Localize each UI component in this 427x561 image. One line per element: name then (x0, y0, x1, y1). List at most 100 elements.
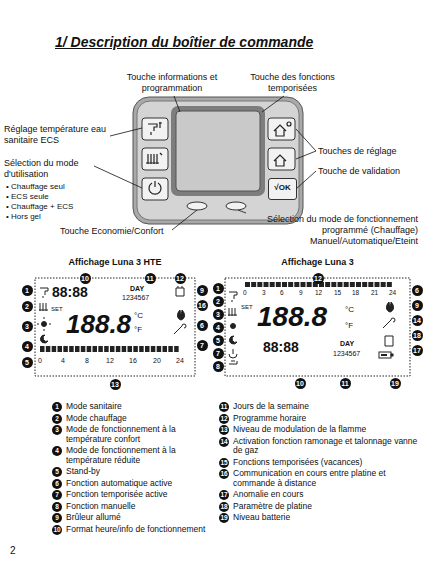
lcd-symbol (163, 346, 168, 352)
lcd-symbol (251, 282, 256, 287)
lcd-segment: 12 (315, 289, 322, 296)
drawing-stroke (287, 122, 291, 126)
key-text: Mode sanitaire (66, 402, 215, 412)
lcd-segment: 1234567 (333, 350, 360, 358)
drawing-stroke (133, 97, 303, 224)
drawing-stroke (160, 153, 162, 155)
lcd-symbol (128, 346, 133, 352)
callout-caption: Touche informations et programmation (122, 72, 222, 94)
key-number: 2 (52, 414, 62, 424)
callout-number: 11 (145, 273, 156, 284)
lcd-symbol (257, 282, 262, 287)
drawing-stroke (146, 154, 159, 164)
callout-number: 8 (213, 361, 224, 372)
callout-number: 14 (412, 315, 423, 326)
drawing-stroke (274, 125, 286, 136)
key-number: 13 (219, 425, 229, 435)
leader-lines (94, 96, 316, 230)
lcd-segment: °F (345, 322, 353, 331)
key-number: 18 (219, 502, 229, 512)
drawing-stroke (142, 118, 168, 140)
lcd-icons (37, 286, 186, 352)
lcd-symbol (362, 282, 367, 287)
lcd-symbol (338, 282, 343, 287)
lcd-symbol (63, 346, 67, 352)
lcd-segment: 88:88 (263, 340, 299, 355)
key-text: Stand-by (66, 467, 215, 477)
key-number: 14 (219, 437, 229, 447)
page-number: 2 (10, 545, 16, 557)
lcd-segment: 18 (352, 289, 359, 296)
callout-number: 2 (213, 296, 224, 307)
lcd-segment: 21 (371, 289, 378, 296)
key-number: 7 (52, 490, 62, 500)
callout-caption: Touche des fonctions temporisées (240, 72, 345, 94)
lcd-segment: 20 (153, 357, 161, 365)
key-text: Fonctions temporisées (vacances) (233, 458, 419, 468)
lcd-symbol (264, 282, 269, 287)
callout-caption: Touche de validation (318, 166, 422, 177)
lcd-symbol (381, 354, 387, 356)
lcd-symbol (383, 318, 395, 328)
lcd-symbol (230, 336, 237, 344)
lcd-symbol (41, 335, 48, 343)
lcd-segment: 4 (61, 357, 65, 365)
callout-caption: Touche Economie/Confort (60, 226, 175, 237)
lcd-symbol (282, 282, 287, 287)
lcd-symbol (157, 346, 162, 352)
drawing-stroke (137, 101, 299, 220)
callout-number: 17 (412, 345, 423, 356)
lcd-segment: DAY (340, 340, 354, 348)
drawing-stroke (176, 111, 260, 191)
lcd-symbol (168, 346, 173, 352)
key-text: Programme horaire (233, 414, 419, 424)
key-text: Brûleur allumé (66, 513, 215, 523)
lcd-symbol (174, 346, 179, 352)
lcd-segment: 6 (280, 289, 284, 296)
key-number: 12 (219, 414, 229, 424)
key-text: Mode chauffage (66, 414, 215, 424)
lcd-symbol (379, 352, 391, 358)
callout-number: 4 (213, 322, 224, 333)
key-number: 4 (52, 446, 62, 456)
drawing-stroke (268, 148, 295, 170)
key-text: Niveau batterie (233, 513, 419, 523)
lcd-symbol (98, 346, 103, 352)
lcd-symbol (40, 346, 45, 352)
page-title: 1/ Description du boîtier de commande (55, 34, 313, 51)
lcd-segment: 16 (129, 357, 137, 365)
lcd-segment: °C (134, 312, 143, 321)
lcd-symbol (52, 346, 57, 352)
lcd-symbol (177, 310, 184, 320)
lcd-segment: 88:88 (52, 285, 88, 300)
lcd-symbol (229, 361, 237, 364)
lcd-symbol (37, 317, 51, 331)
drawing-stroke (172, 210, 197, 230)
lcd-symbol (42, 322, 47, 327)
lcd-symbol (46, 346, 51, 352)
key-number: 3 (52, 425, 62, 435)
callout-number: 6 (197, 320, 208, 331)
drawing-stroke (296, 129, 316, 159)
drawing-stroke (226, 202, 246, 210)
callout-number: 5 (213, 335, 224, 346)
key-number: 11 (219, 402, 229, 412)
lcd-segment: 1234567 (122, 294, 149, 302)
lcd-segment: 8 (85, 357, 89, 365)
drawing-stroke (262, 96, 284, 112)
lcd-segment: °F (134, 326, 142, 335)
lcd-segment: 12 (106, 357, 114, 365)
drawing-stroke (94, 166, 142, 188)
mode-option: • ECS seule (6, 192, 106, 202)
key-text: Paramètre de platine (233, 502, 419, 512)
callout-number: 6 (412, 285, 423, 296)
key-number: 8 (52, 502, 62, 512)
lcd-symbol (356, 282, 361, 287)
lcd-symbol (116, 346, 121, 352)
callout-number: 9 (197, 285, 208, 296)
lcd-symbol (375, 282, 380, 287)
lcd-symbol (87, 346, 92, 352)
button-label: √OK (269, 184, 296, 193)
key-number: 17 (219, 490, 229, 500)
